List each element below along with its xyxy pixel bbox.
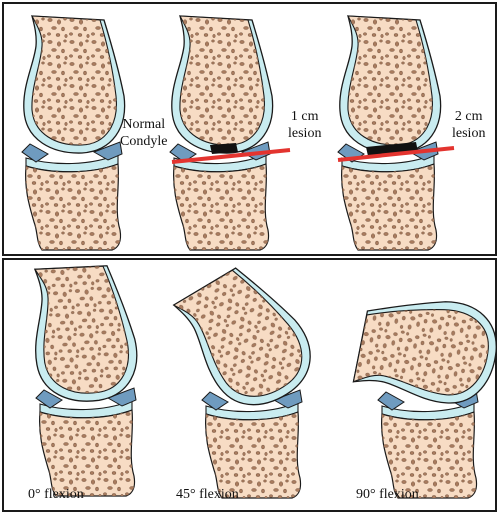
femur-bone	[171, 15, 274, 154]
knee-1cm-lesion	[169, 15, 291, 251]
knee-45-flexion	[166, 252, 328, 499]
knee-2cm-lesion	[337, 15, 455, 251]
lesion-defect	[210, 143, 238, 154]
femur-bone	[351, 289, 501, 410]
bottom-panel: 0° flexion 45° flexion 90° flexion	[2, 252, 501, 512]
lesion-line	[171, 148, 291, 164]
femur-bone	[339, 15, 442, 154]
normal-condyle-label: Normal Condyle	[120, 116, 167, 150]
femur-bone	[23, 15, 126, 154]
lesion-2cm-label: 2 cm lesion	[452, 108, 485, 142]
flexion-45-label: 45° flexion	[176, 487, 239, 502]
tibia-bone	[21, 141, 123, 251]
femur-bone	[166, 252, 328, 424]
normal-label-line1: Normal	[122, 117, 166, 132]
lesion-2cm-line1: 2 cm	[454, 109, 483, 124]
flexion-0-label: 0° flexion	[28, 487, 84, 502]
lesion-1cm-label: 1 cm lesion	[288, 108, 321, 142]
tibia-bone	[201, 389, 303, 499]
femur-bone	[26, 258, 143, 408]
normal-label-line2: Condyle	[120, 134, 168, 149]
lesion-2cm-line2: lesion	[452, 126, 486, 141]
tibia-bone	[377, 389, 479, 499]
flexion-90-label: 90° flexion	[356, 487, 419, 502]
lesion-1cm-line2: lesion	[288, 126, 322, 141]
knee-0-flexion	[26, 258, 143, 497]
tibia-bone	[35, 387, 137, 497]
lesion-line	[337, 146, 455, 162]
top-panel: Normal Condyle 1 cm lesion 2 cm lesion	[2, 2, 497, 256]
knee-90-flexion	[351, 289, 501, 499]
lesion-1cm-line1: 1 cm	[290, 109, 319, 124]
